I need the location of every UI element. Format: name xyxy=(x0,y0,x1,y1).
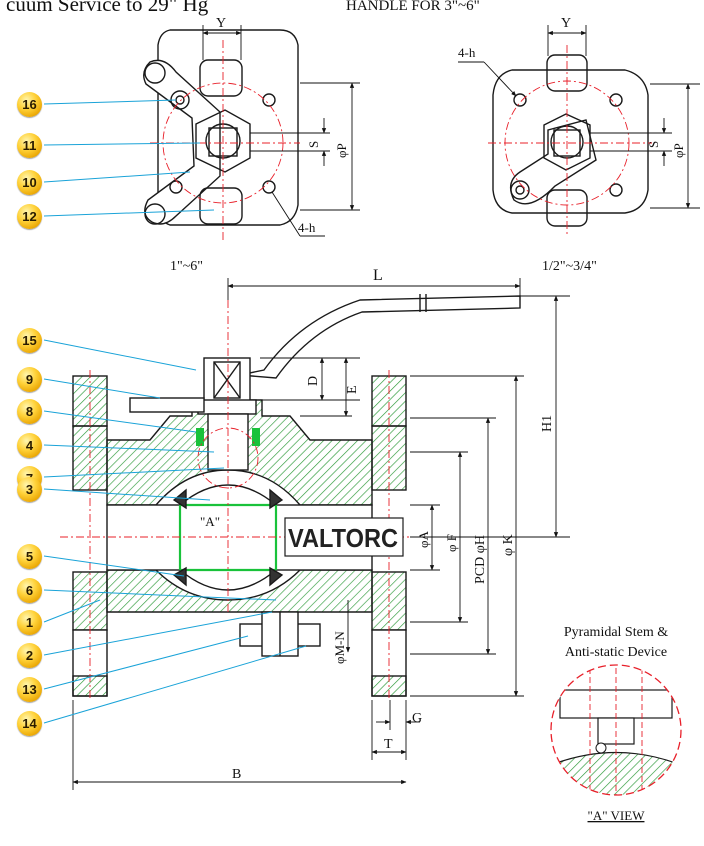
dim-h1: H1 xyxy=(540,415,555,432)
a-marker: "A" xyxy=(200,514,220,529)
detail-title-2: Anti-static Device xyxy=(565,645,667,660)
callout-16: 16 xyxy=(17,92,42,117)
top-left-dims xyxy=(202,25,360,237)
top-left-holes-label: 4-h xyxy=(298,220,316,235)
top-left-size-label: 1"~6" xyxy=(170,259,203,274)
dim-k: φ K xyxy=(501,534,516,556)
valve-ball xyxy=(172,428,284,591)
dim-f: φ F xyxy=(444,534,459,552)
callout-2: 2 xyxy=(17,643,42,668)
detail-caption: "A" VIEW xyxy=(588,808,646,823)
callout-9: 9 xyxy=(17,367,42,392)
callout-4: 4 xyxy=(17,433,42,458)
handle-note: HANDLE FOR 3"~6" xyxy=(346,0,480,14)
detail-a-view xyxy=(550,664,682,796)
dim-pcd-h: PCD φH xyxy=(473,535,488,584)
callout-13: 13 xyxy=(17,677,42,702)
top-left-y-label: Y xyxy=(216,16,226,31)
callout-6: 6 xyxy=(17,578,42,603)
top-left-s-label: S xyxy=(306,141,321,148)
valtorc-logo: VALTORC xyxy=(284,517,404,557)
dim-e: E xyxy=(345,385,360,394)
top-right-p-label: φP xyxy=(671,143,686,158)
top-right-y-label: Y xyxy=(561,16,571,31)
handle-lever xyxy=(239,294,521,379)
callout-5: 5 xyxy=(17,544,42,569)
svg-text:VALTORC: VALTORC xyxy=(288,523,398,553)
callout-1: 1 xyxy=(17,610,42,635)
vacuum-service-text: cuum Service to 29" Hg xyxy=(6,0,209,16)
main-dims xyxy=(72,278,570,790)
dim-l: L xyxy=(373,267,383,284)
top-right-holes-label: 4-h xyxy=(458,45,476,60)
callout-14: 14 xyxy=(17,711,42,736)
callout-15: 15 xyxy=(17,328,42,353)
dim-g: G xyxy=(412,711,422,726)
top-right-s-label: S xyxy=(646,141,661,148)
top-right-dims xyxy=(458,25,700,209)
callout-12: 12 xyxy=(17,204,42,229)
dim-b: B xyxy=(232,767,241,782)
callout-leaders xyxy=(43,99,307,724)
callout-10: 10 xyxy=(17,170,42,195)
dim-m-n: φM-N xyxy=(332,631,347,664)
callout-11: 11 xyxy=(17,133,42,158)
top-left-view xyxy=(143,29,299,226)
dim-d: D xyxy=(306,376,321,386)
top-right-view xyxy=(492,54,649,227)
dim-a: φA xyxy=(416,530,431,548)
top-right-size-label: 1/2"~3/4" xyxy=(542,259,597,274)
top-right-centerlines xyxy=(488,45,652,236)
detail-title-1: Pyramidal Stem & xyxy=(564,625,668,640)
top-left-p-label: φP xyxy=(334,143,349,158)
dim-t: T xyxy=(384,737,393,752)
callout-8: 8 xyxy=(17,399,42,424)
callout-3: 3 xyxy=(17,477,42,502)
